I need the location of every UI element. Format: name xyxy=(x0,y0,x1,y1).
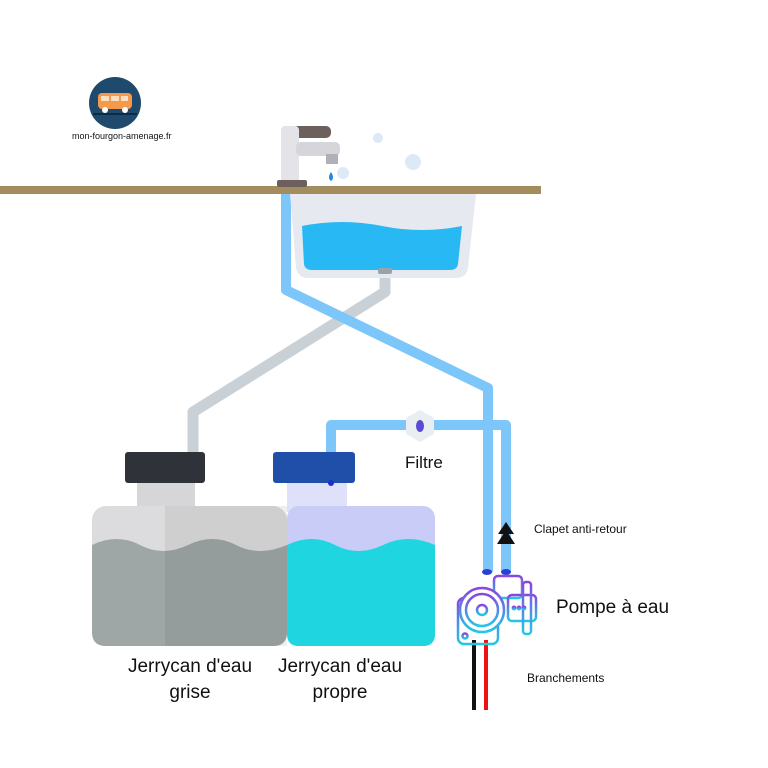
pump-label: Pompe à eau xyxy=(556,597,670,618)
grey-water-jerrycan xyxy=(92,452,287,646)
filter-icon xyxy=(406,410,434,442)
grey-water-pipe xyxy=(187,270,391,456)
filter-label: Filtre xyxy=(405,453,443,472)
counter-top xyxy=(0,186,541,194)
grey-jerrycan-label-line2: grise xyxy=(169,682,211,703)
logo-van-icon xyxy=(89,77,141,129)
faucet-icon xyxy=(277,126,340,187)
clean-jerrycan-label-line1: Jerrycan d'eau xyxy=(277,656,403,677)
sink-basin xyxy=(290,194,476,278)
check-valve-label: Clapet anti-retour xyxy=(534,522,627,536)
wiring-label: Branchements xyxy=(527,671,605,685)
grey-jerrycan-label-line1: Jerrycan d'eau xyxy=(127,656,253,677)
check-valve-arrow-icon xyxy=(497,522,515,544)
logo-site-name: mon-fourgon-amenage.fr xyxy=(72,131,172,141)
bubbles-icon xyxy=(337,133,421,179)
pump-to-faucet-pipe xyxy=(281,190,493,572)
clean-jerrycan-label-line2: propre xyxy=(312,682,368,703)
grey-jerrycan-label: Jerrycan d'eau grise xyxy=(100,654,280,706)
clean-jerrycan-label: Jerrycan d'eau propre xyxy=(250,654,430,706)
clean-water-jerrycan xyxy=(273,452,435,646)
water-pump-icon xyxy=(456,569,538,646)
